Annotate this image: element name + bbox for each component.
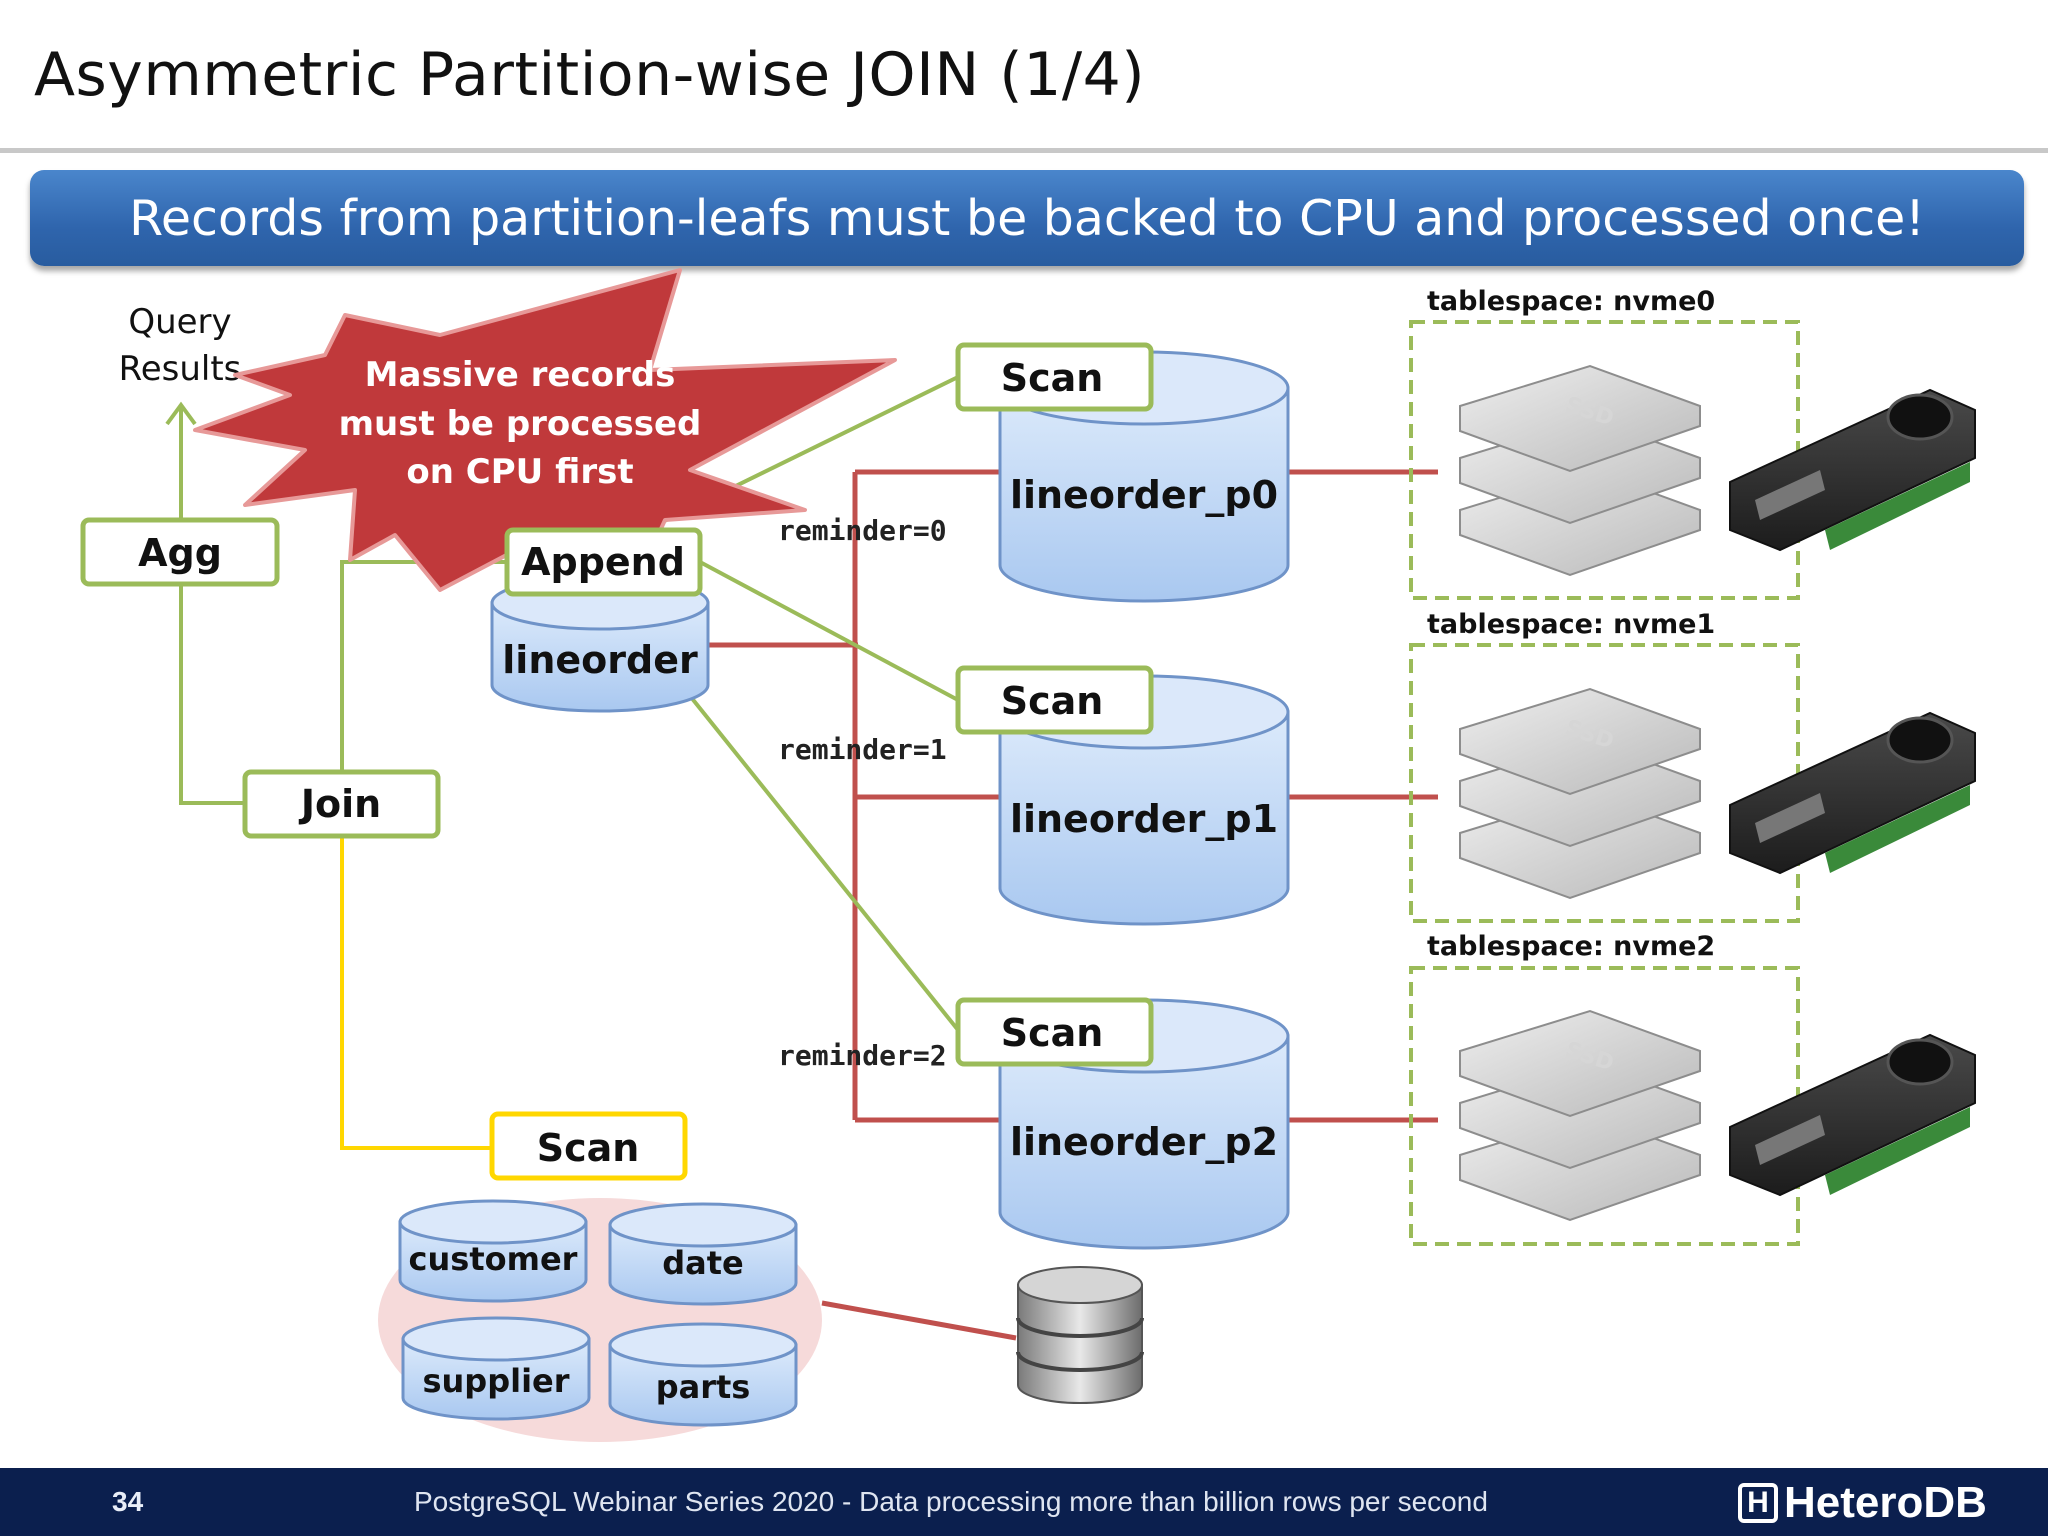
tablespace-nvme0: tablespace: nvme0 [1409,286,1800,600]
lineorder-label: lineorder [502,638,698,682]
page-number: 34 [112,1486,144,1517]
partition-table-p0: lineorder_p0 [998,350,1290,603]
dimension-table-date: date [608,1202,798,1306]
scan-node-label: Scan [1001,356,1104,400]
footer-series-text: PostgreSQL Webinar Series 2020 - Data pr… [414,1486,1488,1517]
scan-node-label: Scan [537,1126,640,1170]
database-icon [1016,1266,1144,1404]
date-label: date [662,1244,744,1282]
join-node-label: Join [298,782,381,826]
heterodb-logo-icon: H [1738,1483,1778,1523]
query-results-label: Results [119,349,242,389]
scan-node-label: Scan [1001,679,1104,723]
headline-banner: Records from partition-leafs must be bac… [30,170,2024,266]
slide-title: Asymmetric Partition-wise JOIN (1/4) [34,40,1146,110]
supplier-label: supplier [422,1362,569,1400]
reminder-label-0: reminder=0 [778,514,947,547]
dimension-table-supplier: supplier [401,1316,591,1421]
partition-label-p0: lineorder_p0 [1010,473,1278,517]
scan-node-p2: Scan [955,997,1154,1067]
starburst-text: on CPU first [406,452,633,492]
append-node: Append [504,527,703,597]
tablespace-nvme2: tablespace: nvme2 [1409,931,1800,1246]
partition-links [708,469,1438,1341]
tablespace-nvme1: tablespace: nvme1 [1409,609,1800,923]
starburst-text: Massive records [365,355,676,395]
ssd-stack-icon: SSD [1459,687,1701,900]
massive-records-starburst [193,268,897,592]
dimension-table-customer: customer [398,1199,588,1303]
gpu-card-icon [1729,1033,1976,1197]
scan-node-label: Scan [1001,1011,1104,1055]
join-to-dimension-scan-link [340,830,492,1150]
slide-footer: 34 PostgreSQL Webinar Series 2020 - Data… [0,1468,2048,1536]
reminder-label-2: reminder=2 [778,1039,947,1072]
agg-node: Agg [80,517,280,587]
agg-node-label: Agg [138,531,222,575]
scan-node-p1: Scan [955,665,1154,735]
scan-node-dimension: Scan [489,1111,688,1181]
reminder-label-1: reminder=1 [778,733,947,766]
query-results-label: Query [128,302,231,342]
results-arrowhead [165,401,197,426]
tablespace-label: tablespace: nvme1 [1427,609,1715,640]
title-divider [0,148,2048,153]
gpu-card-icon [1729,388,1976,552]
ssd-stack-icon: SSD [1459,1009,1701,1222]
starburst-text: must be processed [339,404,702,444]
tablespace-label: tablespace: nvme2 [1427,931,1715,962]
append-node-label: Append [521,540,685,584]
join-node: Join [242,769,441,839]
gpu-card-icon [1729,711,1976,875]
parts-label: parts [656,1368,751,1406]
brand-name: HeteroDB [1784,1478,1987,1527]
partition-label-p2: lineorder_p2 [1010,1120,1278,1164]
partition-label-p1: lineorder_p1 [1010,797,1278,841]
dimension-table-parts: parts [608,1322,798,1427]
tablespace-label: tablespace: nvme0 [1427,286,1715,317]
customer-label: customer [409,1240,578,1278]
brand-logo: H HeteroDB [1738,1478,1987,1528]
scan-node-p0: Scan [955,342,1154,412]
ssd-stack-icon: SSD [1459,364,1701,577]
lineorder-table: lineorder [490,575,710,713]
